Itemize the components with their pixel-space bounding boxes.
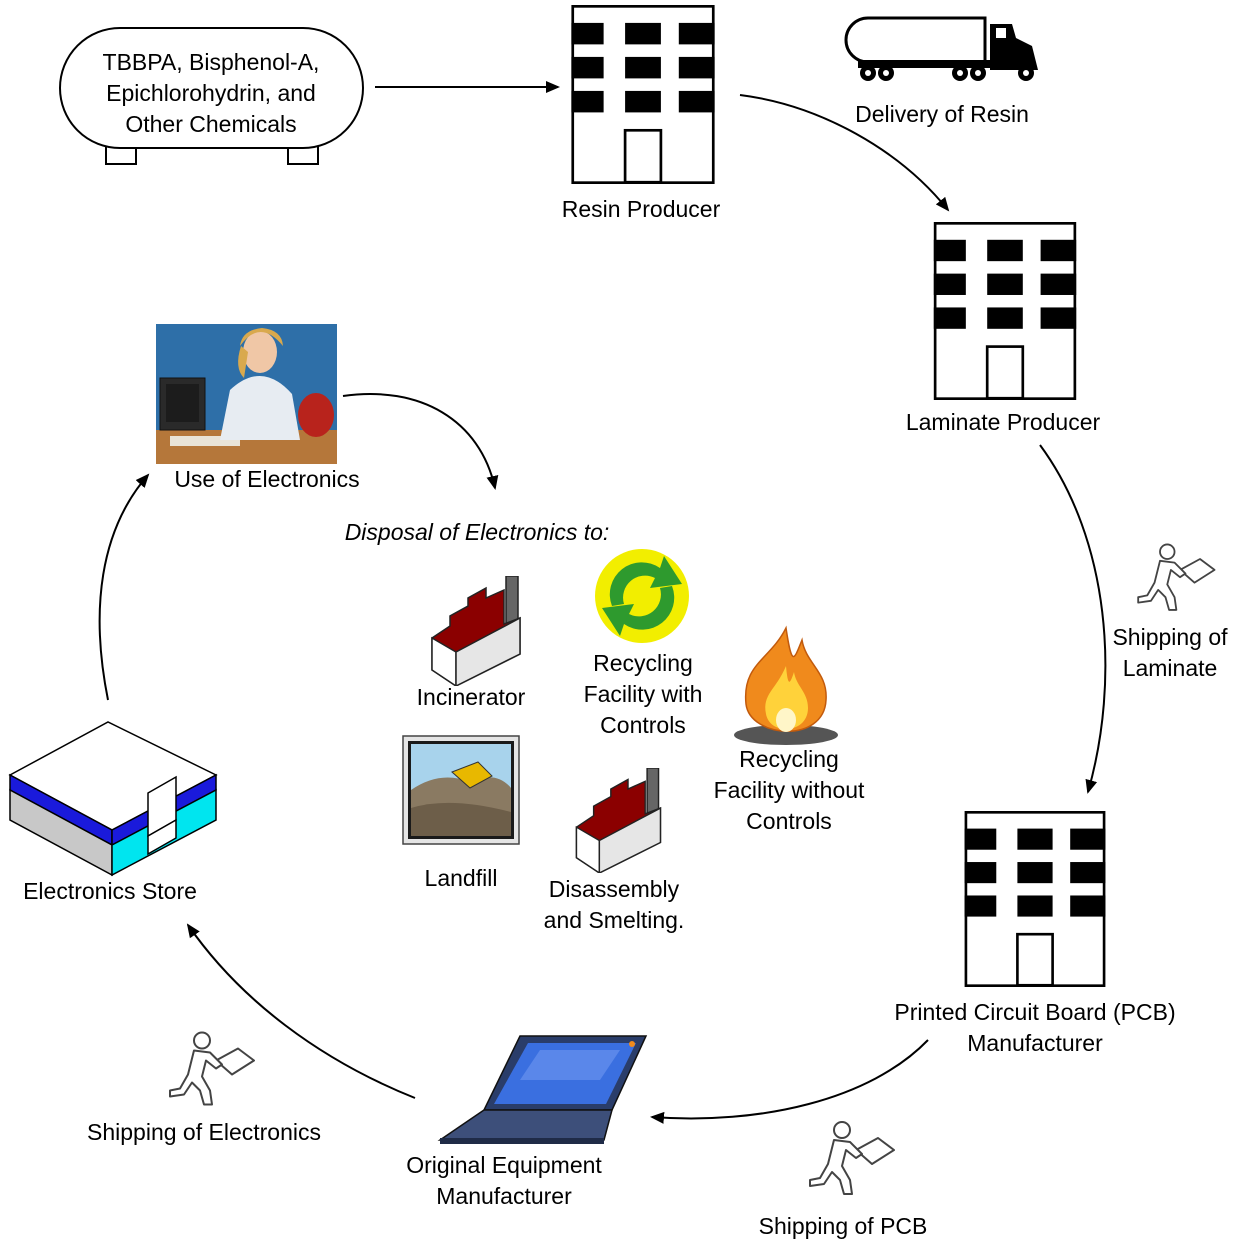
- arrow-resin-to-laminate: [739, 94, 950, 212]
- electronics-store-label: Electronics Store: [23, 878, 197, 904]
- delivery-of-resin-label: Delivery of Resin: [855, 101, 1029, 127]
- label-line: Original Equipment: [406, 1152, 602, 1178]
- recycling-without-controls-label: Recycling Facility without Controls: [714, 744, 865, 837]
- laminate-producer-building-icon: [932, 222, 1078, 400]
- disassembly-label: Disassembly and Smelting.: [544, 874, 685, 936]
- chemicals-line: TBBPA, Bisphenol-A,: [102, 49, 320, 75]
- laptop-icon: [437, 1035, 648, 1144]
- pcb-manufacturer-building-icon: [963, 811, 1107, 987]
- label-line: Manufacturer: [436, 1183, 572, 1209]
- arrow-laminate-to-pcb: [1039, 444, 1107, 794]
- person-carrying-box-icon: [808, 1120, 896, 1196]
- arrow-pcb-to-oem: [650, 1039, 929, 1124]
- label-line: Controls: [600, 712, 686, 738]
- chemicals-line: Other Chemicals: [125, 111, 297, 137]
- resin-producer-building-icon: [569, 5, 717, 184]
- factory-icon: [575, 768, 662, 873]
- person-carrying-box-icon: [1137, 543, 1216, 611]
- label-line: Printed Circuit Board (PCB): [894, 999, 1176, 1025]
- incinerator-label: Incinerator: [416, 684, 526, 710]
- recycling-with-controls-label: Recycling Facility with Controls: [584, 648, 703, 741]
- shipping-of-laminate-label: Shipping of Laminate: [1112, 622, 1227, 684]
- disposal-heading: Disposal of Electronics to:: [344, 519, 610, 545]
- chemicals-label: TBBPA, Bisphenol-A, Epichlorohydrin, and…: [103, 47, 320, 140]
- recycle-logo-icon: [595, 549, 689, 643]
- oem-label: Original Equipment Manufacturer: [406, 1150, 602, 1212]
- label-line: Recycling: [739, 746, 839, 772]
- shipping-of-pcb-label: Shipping of PCB: [758, 1213, 928, 1239]
- fire-icon: [734, 625, 838, 745]
- laminate-producer-label: Laminate Producer: [905, 409, 1101, 435]
- arrow-oem-to-store: [186, 923, 416, 1099]
- tanker-truck-icon: [844, 16, 1038, 81]
- shipping-of-electronics-label: Shipping of Electronics: [87, 1119, 321, 1145]
- factory-icon: [431, 576, 521, 686]
- label-line: Manufacturer: [967, 1030, 1103, 1056]
- use-of-electronics-label: Use of Electronics: [174, 466, 360, 492]
- chemicals-line: Epichlorohydrin, and: [106, 80, 316, 106]
- label-line: Laminate: [1122, 655, 1218, 681]
- landfill-label: Landfill: [424, 865, 498, 891]
- office-worker-icon: [156, 324, 337, 464]
- label-line: Disassembly: [548, 876, 680, 902]
- chemical-tank-icon: [59, 27, 364, 165]
- store-icon: [8, 721, 218, 877]
- arrow-use-to-disposal: [342, 393, 499, 490]
- label-line: Shipping of: [1112, 624, 1228, 650]
- label-line: Facility without: [713, 777, 865, 803]
- label-line: Controls: [746, 808, 832, 834]
- landfill-icon: [402, 735, 520, 845]
- resin-producer-label: Resin Producer: [561, 196, 721, 222]
- label-line: Facility with: [583, 681, 703, 707]
- flow-arrows: [98, 81, 1107, 1124]
- pcb-manufacturer-label: Printed Circuit Board (PCB) Manufacturer: [894, 997, 1175, 1059]
- label-line: Recycling: [593, 650, 693, 676]
- arrow-store-to-use: [98, 473, 150, 701]
- person-carrying-box-icon: [168, 1031, 256, 1106]
- label-line: and Smelting.: [543, 907, 685, 933]
